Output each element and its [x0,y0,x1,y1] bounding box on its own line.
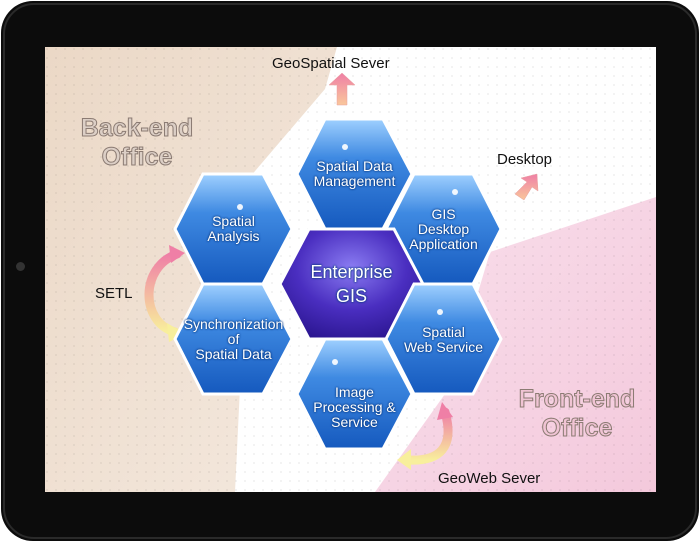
module-line: Synchronization [183,316,284,332]
center-line2: GIS [335,286,367,306]
front-end-line1: Front-end [518,385,636,414]
module-line: Web Service [403,339,484,355]
front-end-line2: Office [541,414,613,443]
setl-cycle-arrow [144,245,185,342]
module-line: Image [335,384,374,400]
diagram-screen: Back-end Office Front-end Office GeoSpat… [45,47,656,492]
module-spatial-web-service: Spatial Web Service [396,320,491,360]
camera-icon [16,262,25,271]
module-line: Spatial [212,213,255,229]
setl-label: SETL [95,285,133,302]
back-end-line2: Office [101,143,173,172]
module-spatial-analysis: Spatial Analysis [185,202,282,256]
module-spatial-data-management: Spatial Data Management [307,147,402,201]
geospatial-server-label: GeoSpatial Sever [272,55,390,72]
back-end-line1: Back-end [80,114,194,143]
module-line: of [227,331,240,347]
front-end-office-label: Front-end Office [502,385,652,443]
module-line: Spatial [422,324,465,340]
center-line1: Enterprise [310,262,393,282]
hex-image-processing [295,337,414,451]
back-end-office-label: Back-end Office [67,114,207,172]
module-line: GIS [431,205,456,222]
module-line: Analysis [207,228,260,244]
module-line: Processing & [313,399,396,415]
desktop-arrow [514,173,539,201]
module-synchronization-of-spatial-data: Synchronization of Spatial Data [177,312,290,367]
module-line: Management [313,173,396,189]
module-line: Spatial Data [316,158,393,174]
module-image-processing-and-service: Image Processing & Service [305,380,404,435]
module-line: Application [409,235,478,252]
module-line: Service [331,414,378,430]
geoweb-server-cycle-arrow [397,402,453,470]
module-line: Spatial Data [195,346,272,362]
hex-synchronization [173,282,294,396]
geoweb-server-label: GeoWeb Sever [438,470,541,487]
module-gis-desktop-application: GIS Desktop Application [396,199,491,259]
desktop-label: Desktop [497,151,553,168]
geospatial-server-arrow [328,72,356,106]
center-enterprise-gis: Enterprise GIS [295,254,408,314]
module-line: Desktop [417,220,470,237]
hex-spatial-web-service [384,282,503,396]
